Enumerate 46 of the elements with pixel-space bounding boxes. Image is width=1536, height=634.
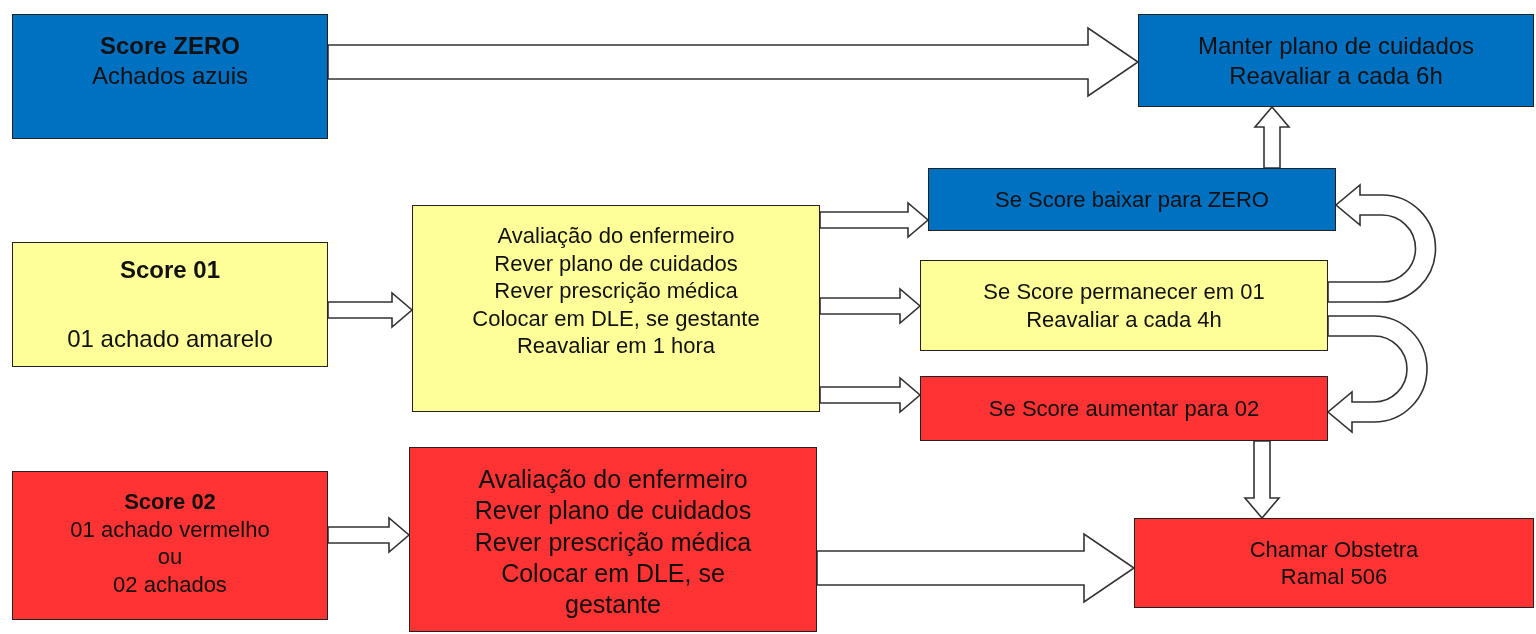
curved-arrow — [1327, 184, 1437, 303]
box-text: ou — [157, 543, 183, 571]
box-heading: Score ZERO — [99, 31, 240, 61]
curved-arrow — [1327, 315, 1428, 433]
box-text: Rever plano de cuidados — [474, 495, 752, 527]
box-text: 02 achados — [113, 570, 227, 598]
score-box — [12, 14, 328, 139]
box-text: Rever prescrição médica — [494, 277, 738, 305]
box-text: Ramal 506 — [1280, 563, 1388, 591]
box-text: Rever plano de cuidados — [494, 249, 738, 277]
condition-box — [928, 168, 1336, 231]
score-box — [12, 471, 328, 620]
box-text: Rever prescrição médica — [474, 526, 752, 558]
box-text: 01 achado amarelo — [67, 324, 273, 354]
box-heading: Score 02 — [124, 488, 216, 516]
box-text: Avaliação do enfermeiro — [478, 464, 748, 495]
action-box — [412, 205, 820, 412]
block-arrow — [819, 376, 922, 414]
block-arrow — [327, 516, 411, 554]
box-text: Se Score permanecer em 01 — [983, 278, 1265, 306]
box-text: Reavaliar a cada 6h — [1229, 60, 1443, 91]
outcome-box — [1134, 518, 1534, 608]
box-text: Reavaliar em 1 hora — [516, 332, 716, 360]
action-box — [409, 447, 817, 632]
block-arrow — [816, 532, 1136, 604]
box-text: Avaliação do enfermeiro — [497, 222, 735, 250]
block-arrow — [1243, 440, 1281, 520]
outcome-box — [1138, 14, 1534, 107]
box-text: Manter plano de cuidados — [1197, 30, 1475, 61]
box-text: Se Score aumentar para 02 — [988, 394, 1260, 423]
block-arrow — [327, 26, 1140, 98]
box-text: Chamar Obstetra — [1249, 535, 1419, 563]
box-text: Achados azuis — [91, 61, 249, 91]
box-heading: Score 01 — [119, 255, 221, 285]
score-box — [12, 242, 328, 367]
box-text: Se Score baixar para ZERO — [995, 185, 1269, 214]
box-text: Reavaliar a cada 4h — [1026, 305, 1222, 333]
box-text: Colocar em DLE, se gestante — [472, 304, 760, 332]
block-arrow — [819, 201, 930, 239]
block-arrow — [819, 287, 922, 325]
block-arrow — [327, 291, 414, 329]
condition-box — [920, 376, 1328, 441]
box-text: Colocar em DLE, se gestante — [500, 557, 726, 620]
condition-box — [920, 260, 1328, 351]
box-text: 01 achado vermelho — [70, 515, 270, 543]
block-arrow — [1253, 105, 1291, 169]
